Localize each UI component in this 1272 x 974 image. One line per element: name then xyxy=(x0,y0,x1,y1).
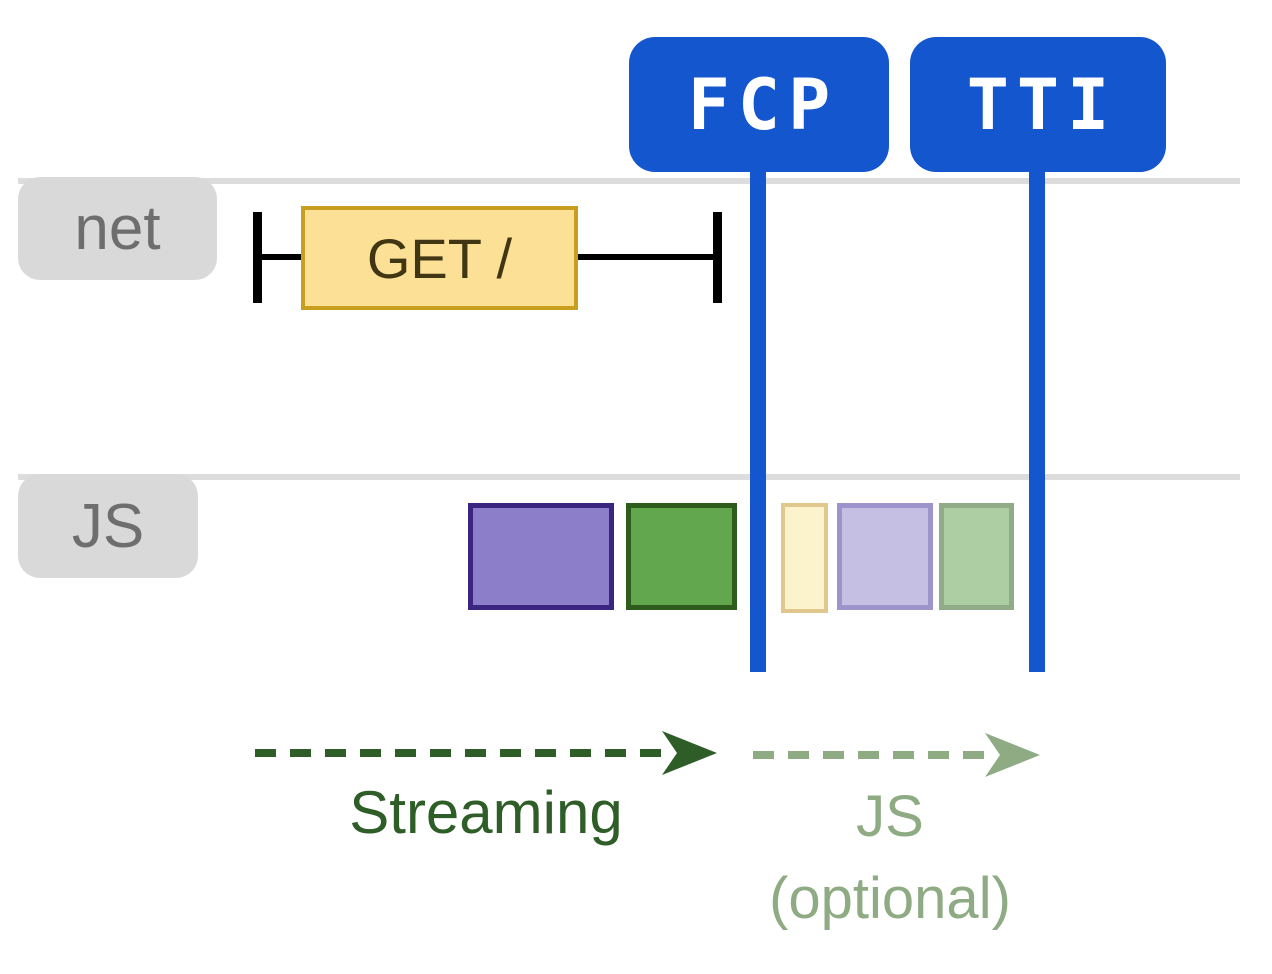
js-phase-sublabel-text: (optional) xyxy=(769,866,1011,931)
fcp-badge: FCP xyxy=(629,37,889,172)
net-lane-label: net xyxy=(18,177,217,280)
js-task-green xyxy=(626,503,737,610)
fcp-marker-line xyxy=(750,168,766,672)
js-lane-label: JS xyxy=(18,474,198,578)
request-end-tick xyxy=(713,212,722,303)
js-phase-label-text: JS xyxy=(856,784,924,849)
js-lane-line xyxy=(18,474,1240,480)
js-task-light-yellow xyxy=(781,503,828,613)
net-lane-line xyxy=(18,178,1240,184)
get-request-label: GET / xyxy=(366,226,513,290)
tti-marker-line xyxy=(1029,168,1045,672)
js-task-light-green xyxy=(939,503,1014,610)
js-task-light-purple xyxy=(837,503,933,610)
streaming-phase-label: Streaming xyxy=(255,772,717,854)
streaming-phase-label-text: Streaming xyxy=(349,779,623,846)
js-lane-label-text: JS xyxy=(71,491,145,561)
get-request-box: GET / xyxy=(301,206,578,310)
request-start-tick xyxy=(253,212,262,303)
net-lane-label-text: net xyxy=(74,194,161,263)
js-arrow-dashes xyxy=(753,751,985,759)
js-arrowhead-icon xyxy=(985,733,1040,777)
request-connector-left xyxy=(257,254,305,260)
tti-badge: TTI xyxy=(910,37,1166,172)
request-connector-right xyxy=(575,254,717,260)
js-phase-label: JS (optional) xyxy=(740,776,1040,940)
streaming-arrow-dashes xyxy=(255,749,675,757)
streaming-arrowhead-icon xyxy=(662,731,717,775)
tti-badge-label: TTI xyxy=(966,63,1118,146)
js-task-purple xyxy=(468,503,614,610)
fcp-badge-label: FCP xyxy=(687,63,839,146)
